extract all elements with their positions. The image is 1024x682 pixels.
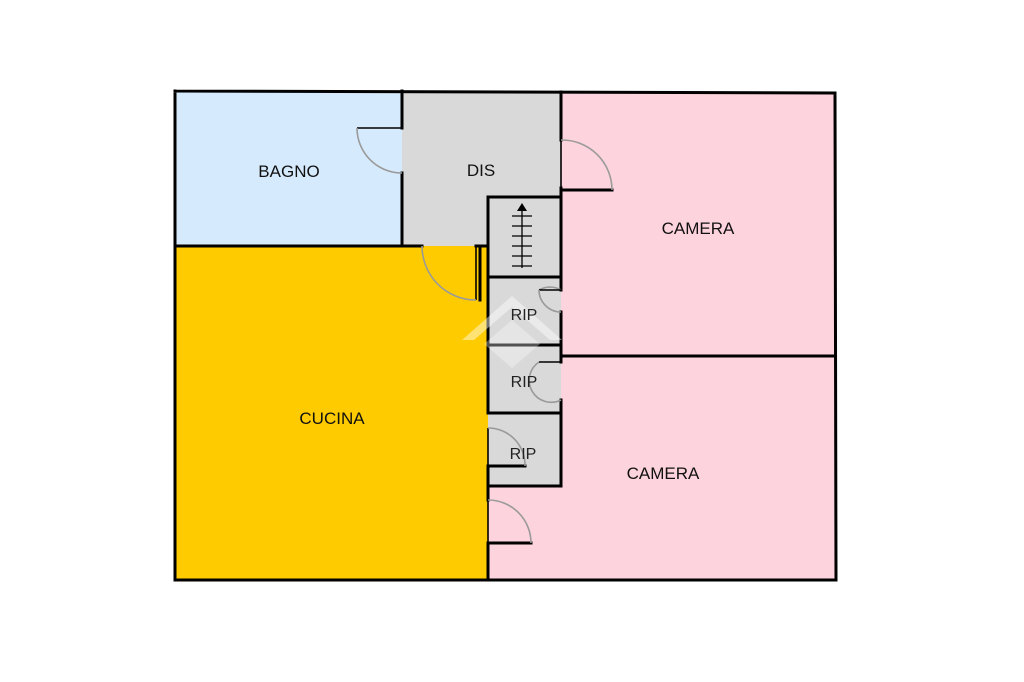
- walls: [173, 89, 838, 582]
- watermark-icon: [462, 296, 562, 368]
- label-camera-1: CAMERA: [662, 219, 735, 238]
- stair-icon: [512, 203, 532, 268]
- label-bagno: BAGNO: [258, 162, 319, 181]
- label-rip-3: RIP: [510, 446, 537, 463]
- room-camera-1: [561, 92, 835, 356]
- label-rip-2: RIP: [511, 374, 538, 391]
- room-camera-2: [488, 356, 835, 580]
- room-rip-1: [488, 277, 561, 345]
- label-rip-1: RIP: [511, 307, 538, 324]
- room-rip-3: [488, 413, 561, 486]
- label-dis: DIS: [467, 161, 495, 180]
- label-cucina: CUCINA: [299, 409, 365, 428]
- doors: [356, 127, 613, 544]
- room-cucina: [175, 246, 488, 580]
- room-bagno: [175, 91, 402, 246]
- label-camera-2: CAMERA: [627, 464, 700, 483]
